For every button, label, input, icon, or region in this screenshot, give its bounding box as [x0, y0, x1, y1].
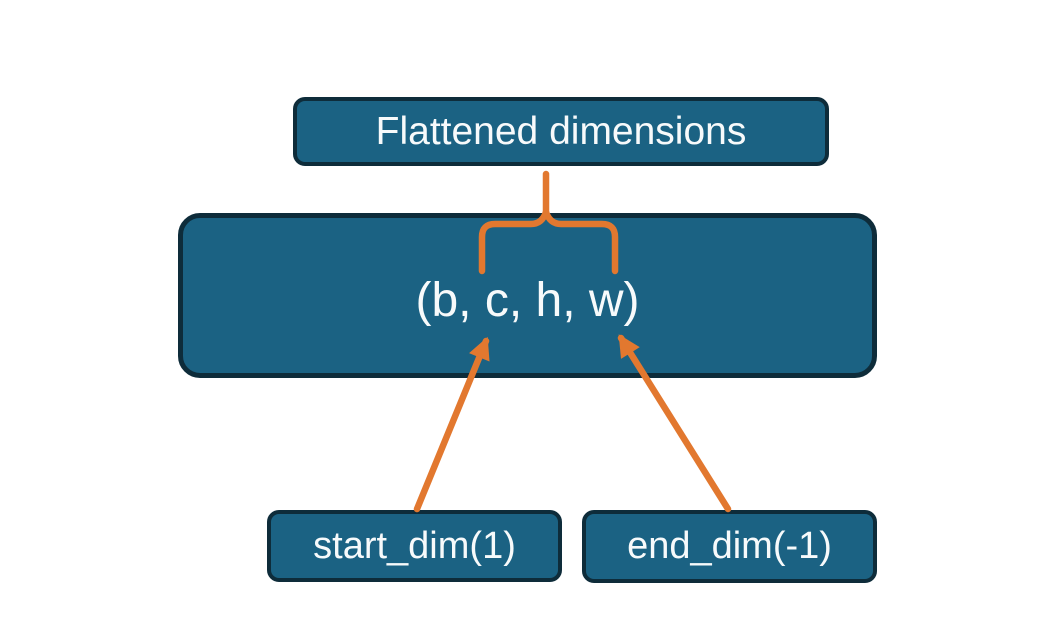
tensor-shape-label: (b, c, h, w) — [415, 274, 640, 327]
start-dim-label: start_dim(1) — [313, 524, 516, 567]
flattened-dimensions-label: Flattened dimensions — [375, 109, 747, 153]
node-tensor-shape: (b, c, h, w) — [178, 213, 877, 378]
node-end-dim: end_dim(-1) — [582, 510, 877, 583]
node-start-dim: start_dim(1) — [267, 510, 562, 582]
node-flattened-dimensions: Flattened dimensions — [293, 97, 829, 166]
end-dim-label: end_dim(-1) — [627, 525, 832, 567]
